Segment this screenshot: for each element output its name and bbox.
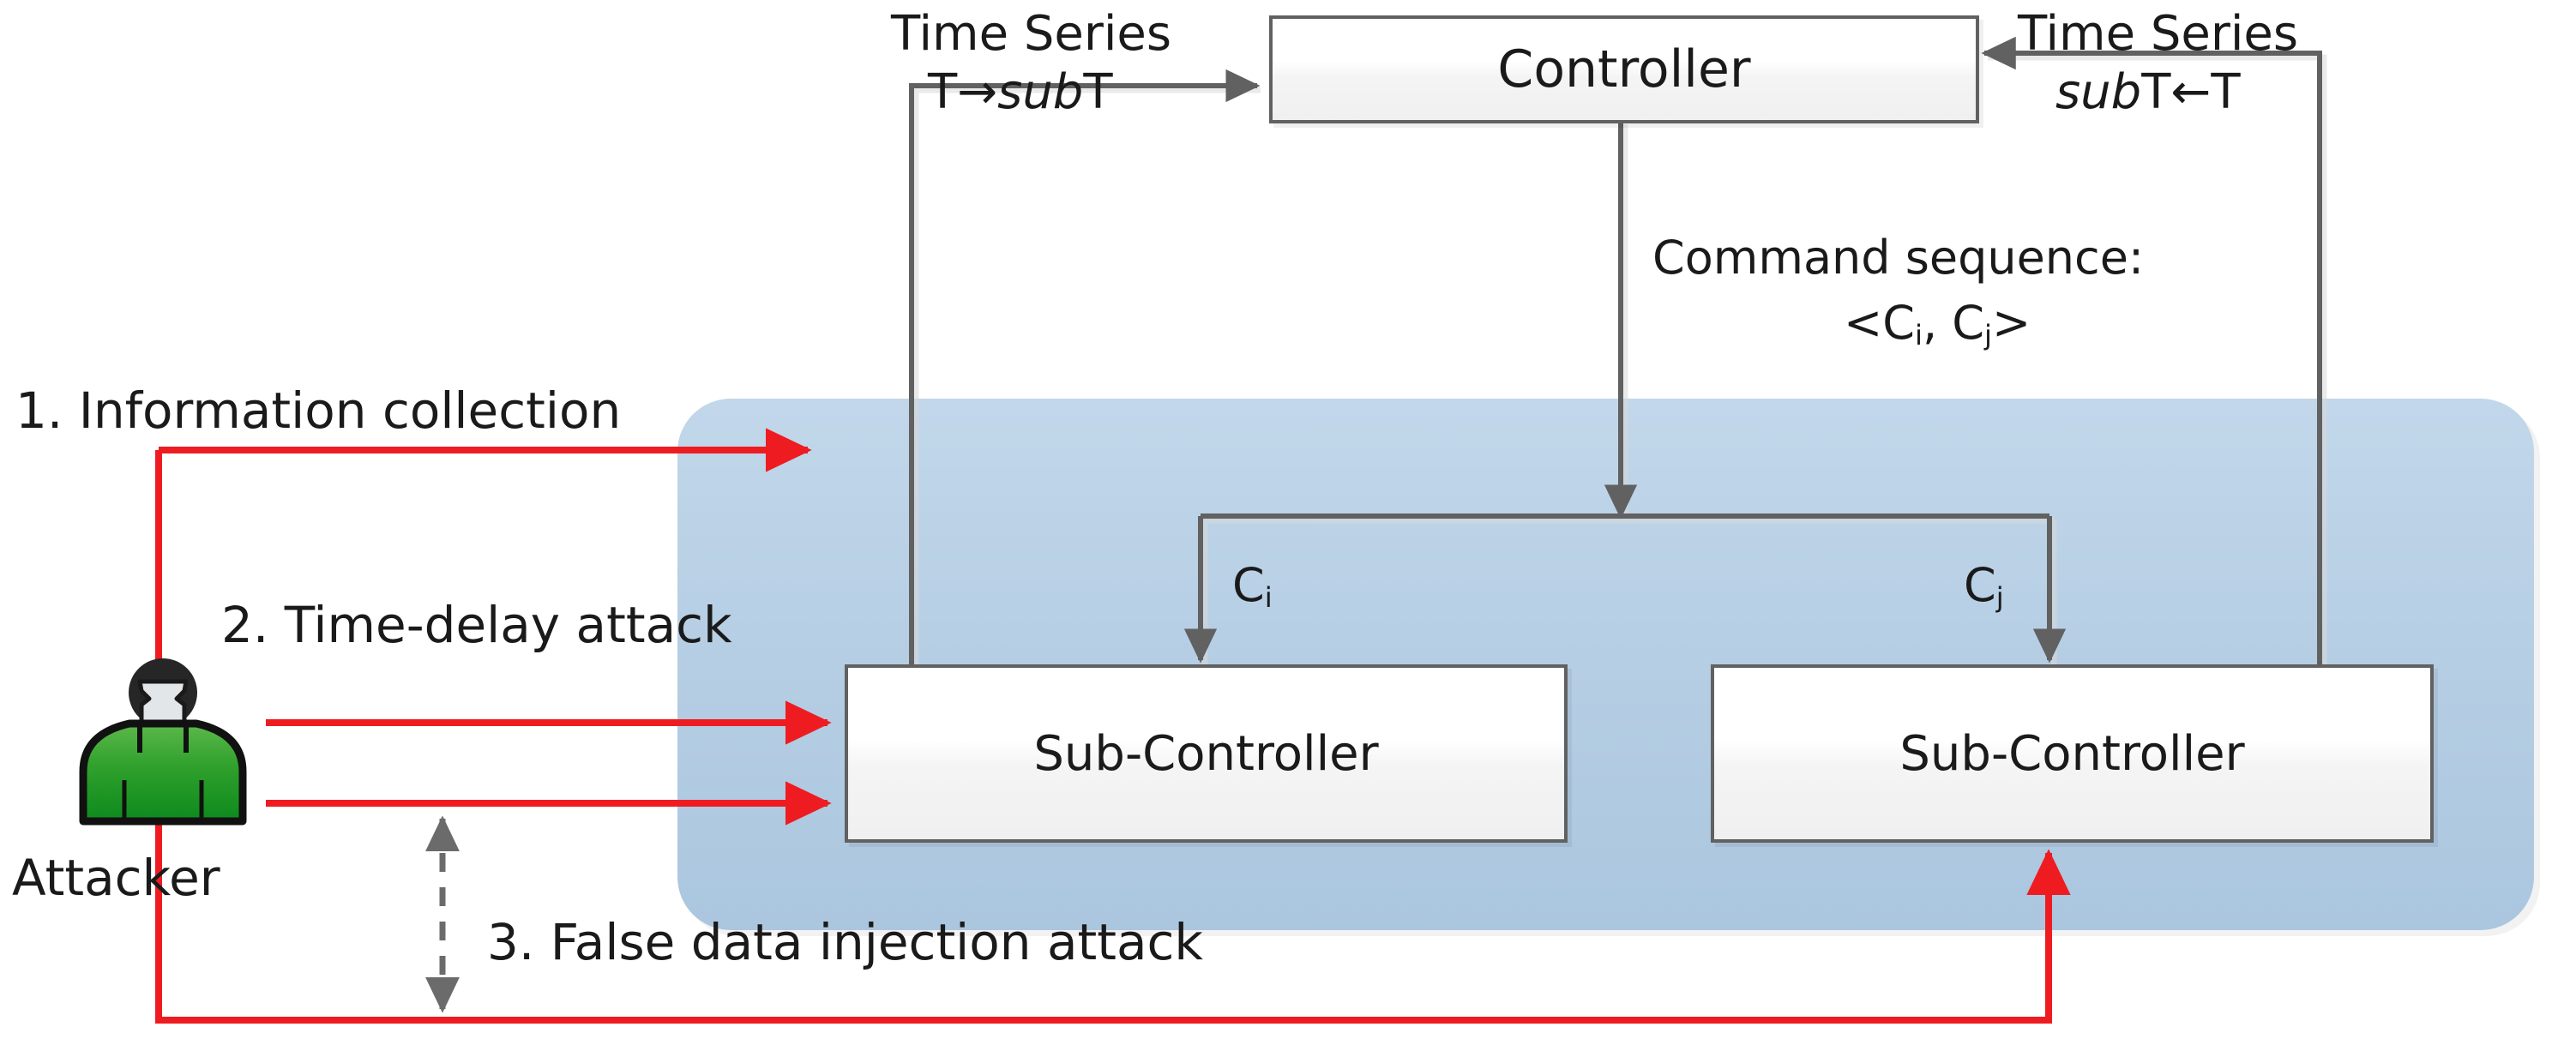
ci-sub: i <box>1264 581 1273 615</box>
label-t-to-subt-suffix: T <box>1083 64 1113 120</box>
label-time-series-right: Time Series <box>2018 6 2299 62</box>
node-sub-controller-left-label: Sub-Controller <box>1033 725 1379 782</box>
node-controller-label: Controller <box>1497 39 1751 99</box>
cmd-open: <C <box>1844 296 1915 350</box>
label-time-series-left: Time Series <box>891 6 1172 62</box>
edge-timeseries-left <box>909 69 1261 669</box>
cmd-sub-j: j <box>1984 319 1992 352</box>
label-attacker: Attacker <box>12 849 220 907</box>
label-command-sequence-value: <Ci, Cj> <box>1844 300 2031 350</box>
cmd-close: > <box>1992 296 2031 350</box>
cj-base: C <box>1964 558 1996 612</box>
edge-attack-3 <box>155 797 2071 1024</box>
label-command-cj: Cj <box>1964 562 2004 612</box>
label-attack-step-1: 1. Information collection <box>15 381 622 440</box>
node-controller[interactable]: Controller <box>1269 15 1979 123</box>
label-subt-from-t-suffix: T <box>2211 64 2241 120</box>
edge-command-split <box>1183 513 2067 664</box>
ci-base: C <box>1232 558 1265 612</box>
cj-sub: j <box>1995 581 2004 615</box>
label-attack-step-2: 2. Time-delay attack <box>221 596 732 654</box>
label-subt-from-t: subT←T <box>2055 69 2241 117</box>
edge-timeseries-right <box>1981 36 2322 669</box>
attacker-icon <box>79 658 247 826</box>
node-sub-controller-left[interactable]: Sub-Controller <box>845 664 1568 843</box>
label-subt-from-t-italic: sub <box>2055 64 2142 120</box>
cmd-comma: , C <box>1922 296 1984 350</box>
cmd-sub-i: i <box>1914 319 1923 352</box>
label-attack-step-3: 3. False data injection attack <box>487 913 1204 971</box>
left-arrow-icon: ← <box>2170 64 2212 120</box>
attacker-figure[interactable] <box>64 652 262 836</box>
label-t-to-subt-italic: sub <box>997 64 1084 120</box>
edge-attack-1 <box>155 450 808 694</box>
label-command-ci: Ci <box>1232 562 1273 612</box>
label-subt-from-t-mid: T <box>2141 64 2171 120</box>
node-sub-controller-right[interactable]: Sub-Controller <box>1711 664 2434 843</box>
right-arrow-icon: → <box>957 64 998 120</box>
label-t-to-subt: T→subT <box>928 69 1113 117</box>
label-t-to-subt-prefix: T <box>928 64 958 120</box>
node-sub-controller-right-label: Sub-Controller <box>1899 725 2245 782</box>
label-command-sequence: Command sequence: <box>1652 231 2145 285</box>
